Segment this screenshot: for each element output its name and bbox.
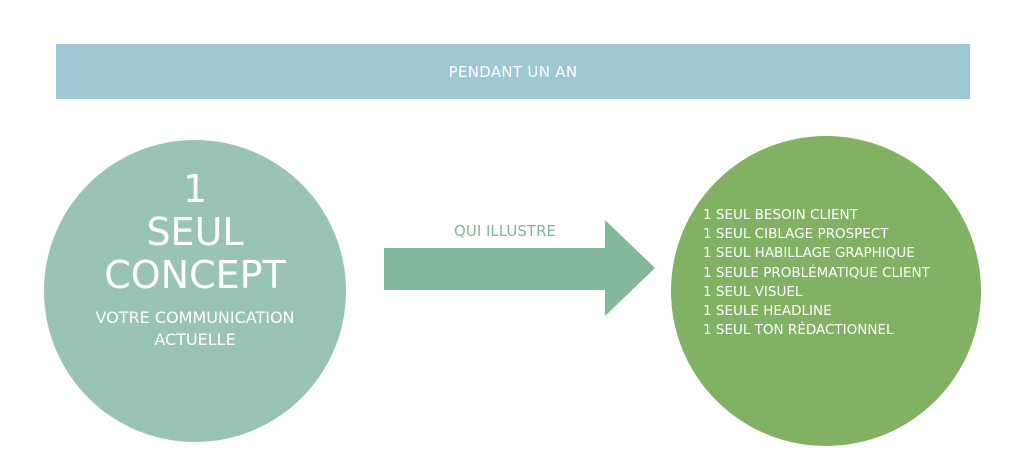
outcomes-circle: 1 SEUL BESOIN CLIENT 1 SEUL CIBLAGE PROS… — [671, 136, 981, 446]
banner-label: PENDANT UN AN — [448, 62, 578, 81]
list-item: 1 SEULE HEADLINE — [703, 303, 832, 320]
arrow-label: QUI ILLUSTRE — [454, 222, 556, 240]
concept-subtitle: VOTRE COMMUNICATION ACTUELLE — [44, 307, 346, 351]
banner: PENDANT UN AN — [56, 44, 970, 99]
outcomes-list: 1 SEUL BESOIN CLIENT 1 SEUL CIBLAGE PROS… — [703, 206, 930, 340]
right-arrow-icon — [384, 220, 655, 316]
concept-word-concept: CONCEPT — [104, 253, 286, 297]
concept-circle: 1 SEUL CONCEPT VOTRE COMMUNICATION ACTUE… — [44, 140, 346, 442]
subtitle-line-2: ACTUELLE — [154, 330, 236, 349]
list-item: 1 SEUL BESOIN CLIENT — [703, 207, 858, 223]
concept-number: 1 — [182, 167, 208, 211]
list-item: 1 SEULE PROBLÉMATIQUE CLIENT — [703, 264, 930, 281]
list-item: 1 SEUL HABILLAGE GRAPHIQUE — [703, 245, 915, 262]
list-item: 1 SEUL TON RÉDACTIONNEL — [703, 322, 894, 339]
list-item: 1 SEUL CIBLAGE PROSPECT — [703, 226, 889, 243]
list-item: 1 SEUL VISUEL — [703, 283, 803, 300]
concept-word-seul: SEUL — [146, 210, 244, 254]
subtitle-line-1: VOTRE COMMUNICATION — [95, 308, 295, 327]
